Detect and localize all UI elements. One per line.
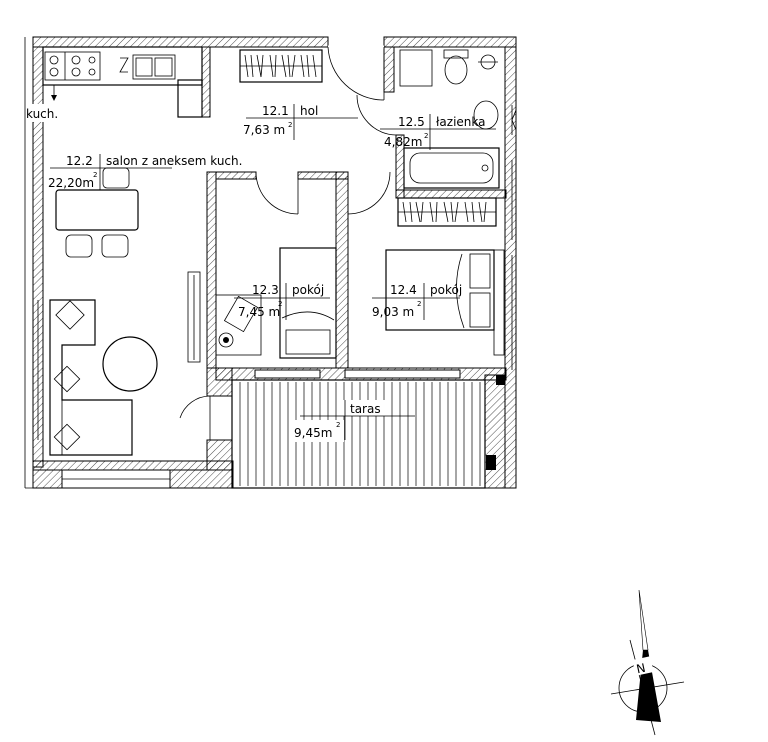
label-12-4: 12.4 pokój 9,03 m 2 <box>372 283 462 320</box>
room-id: 12.5 <box>398 115 425 129</box>
room-name: salon z aneksem kuch. <box>106 154 242 168</box>
room-area: 22,20m <box>48 176 94 190</box>
room-name: pokój <box>430 283 462 297</box>
room-area-sup: 2 <box>93 171 97 179</box>
wardrobe <box>239 49 323 83</box>
entrance-door <box>327 45 385 101</box>
room-area-sup: 2 <box>417 300 421 308</box>
room-id: 12.1 <box>262 104 289 118</box>
room-area: 9,45m <box>294 426 332 440</box>
label-12-1: 12.1 hol 7,63 m 2 <box>243 104 358 140</box>
room-12-4-furniture <box>347 171 505 356</box>
room-id: 12.2 <box>66 154 93 168</box>
room-area: 7,63 m <box>243 123 285 137</box>
label-12-3: 12.3 pokój 7,45 m 2 <box>234 283 330 320</box>
room-name: hol <box>300 104 318 118</box>
compass: N <box>610 589 685 736</box>
interior-walls <box>201 46 507 471</box>
room-area: 4,82m <box>384 135 422 149</box>
wardrobe-2 <box>397 197 497 227</box>
right-window-marks <box>511 105 517 370</box>
label-12-2: 12.2 salon z aneksem kuch. 22,20m 2 <box>48 154 242 190</box>
room-area: 9,03 m <box>372 305 414 319</box>
label-kuch-fragment: kuch. <box>26 104 58 122</box>
room-area-sup: 2 <box>288 121 292 129</box>
room-name: łazienka <box>436 115 485 129</box>
room-area: 7,45 m <box>238 305 280 319</box>
terrace <box>179 379 486 489</box>
room-area-sup: 2 <box>424 132 428 140</box>
kitchen-counter <box>42 46 203 118</box>
room-name: taras <box>350 402 381 416</box>
room-name: pokój <box>292 283 324 297</box>
living-room-furniture <box>37 167 158 456</box>
fragment-label: kuch. <box>26 107 58 121</box>
label-taras: taras 9,45m 2 <box>292 400 415 442</box>
room-area-sup: 2 <box>278 300 282 308</box>
compass-letter: N <box>635 661 647 677</box>
room-area-sup: 2 <box>336 421 340 429</box>
room-12-3-furniture <box>187 171 337 363</box>
label-12-5: 12.5 łazienka 4,82m 2 <box>380 114 496 150</box>
room-id: 12.4 <box>390 283 417 297</box>
room-id: 12.3 <box>252 283 279 297</box>
